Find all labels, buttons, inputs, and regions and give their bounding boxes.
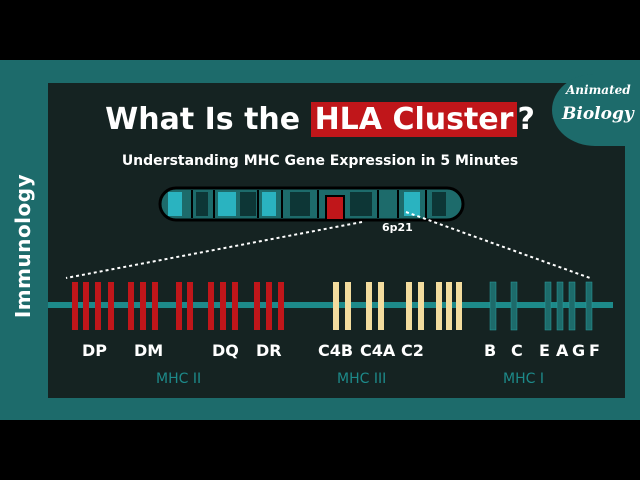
class-label-mhc1: MHC I [503,371,544,387]
chromosome-band [196,192,208,216]
gene-bar-mhc1 [489,281,497,331]
title-part1: What Is the [105,102,311,137]
gene-bar-mhc3 [366,282,372,330]
class-label-mhc3: MHC III [337,371,387,387]
gene-bar-mhc3 [436,282,442,330]
gene-bar-mhc3 [333,282,339,330]
gene-bar-mhc2 [95,282,101,330]
gene-bar-mhc1 [568,281,576,331]
zoom-line-right [405,211,591,279]
gene-label-c4a: C4A [360,341,396,360]
gene-bar-mhc1 [510,281,518,331]
band-label: 6p21 [382,221,413,234]
chromosome-band [432,192,446,216]
chromosome [158,186,465,222]
gene-label-e: E [539,341,550,360]
gene-bar-mhc2 [220,282,226,330]
gene-bar-mhc2 [187,282,193,330]
logo-text-line2: Biology [562,104,634,124]
title-highlight: HLA Cluster [310,102,518,137]
dna-strand [48,302,613,308]
gene-label-dp: DP [82,341,108,360]
gene-label-dq: DQ [212,341,239,360]
gene-label-c4b: C4B [318,341,354,360]
zoom-line-left [65,221,363,279]
gene-bar-mhc1 [556,281,564,331]
logo-badge [552,74,638,146]
gene-bar-mhc2 [278,282,284,330]
gene-bar-mhc2 [208,282,214,330]
gene-bar-mhc2 [140,282,146,330]
chromosome-band [262,192,276,216]
hla-band-highlight [325,195,345,221]
gene-bar-mhc2 [83,282,89,330]
gene-bar-mhc2 [72,282,78,330]
gene-bar-mhc3 [446,282,452,330]
gene-label-f: F [589,341,600,360]
gene-bar-mhc2 [176,282,182,330]
chromosome-band [350,192,372,216]
gene-bar-mhc2 [232,282,238,330]
gene-bar-mhc2 [254,282,260,330]
gene-label-dr: DR [256,341,282,360]
gene-bar-mhc3 [456,282,462,330]
gene-label-dm: DM [134,341,164,360]
gene-bar-mhc1 [585,281,593,331]
chromosome-band [240,192,256,216]
gene-markers [72,281,593,331]
gene-bar-mhc1 [544,281,552,331]
chromosome-band [218,192,236,216]
gene-bar-mhc2 [152,282,158,330]
gene-bar-mhc3 [378,282,384,330]
gene-bar-mhc2 [266,282,272,330]
gene-bar-mhc3 [418,282,424,330]
chromosome-band [404,192,420,216]
gene-label-g: G [572,341,586,360]
gene-bar-mhc3 [406,282,412,330]
gene-label-b: B [484,341,497,360]
logo-text-line1: Animated [566,83,631,97]
page-subtitle: Understanding MHC Gene Expression in 5 M… [121,153,519,169]
gene-bar-mhc2 [128,282,134,330]
gene-bar-mhc3 [345,282,351,330]
class-label-mhc2: MHC II [156,371,202,387]
page-title: What Is the HLA Cluster? [0,102,640,137]
gene-label-c2: C2 [401,341,424,360]
gene-label-c: C [511,341,523,360]
chromosome-band [290,192,310,216]
chromosome-band [168,192,182,216]
gene-bar-mhc2 [108,282,114,330]
gene-label-a: A [556,341,569,360]
title-part2: ? [517,102,535,137]
